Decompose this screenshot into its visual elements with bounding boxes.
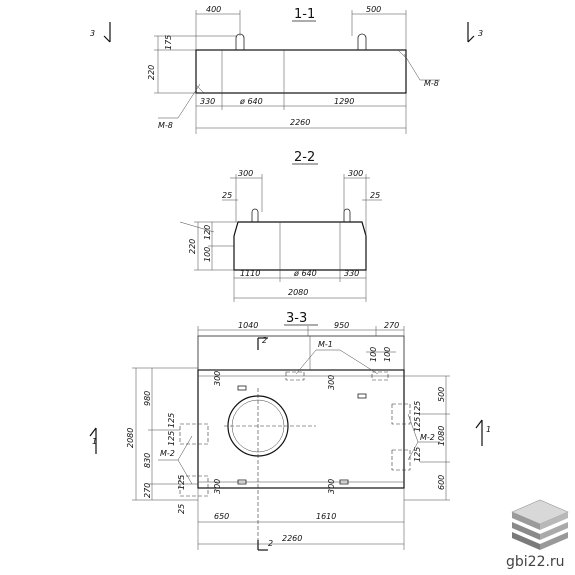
svg-text:125: 125 (167, 431, 176, 446)
svg-text:220: 220 (188, 239, 197, 254)
mark-m8-left: М-8 (158, 121, 173, 130)
svg-text:ø 640: ø 640 (293, 269, 317, 278)
embedded-m2-right-a (391, 403, 411, 425)
cut-mark-3-left: 3 (90, 29, 95, 38)
svg-text:1040: 1040 (238, 321, 258, 330)
svg-text:980: 980 (143, 391, 152, 406)
mark-m2-left: М-2 (160, 449, 175, 458)
mark-m1: М-1 (318, 340, 333, 349)
cut-mark-1-left: 1 (92, 437, 97, 446)
cut-mark-1-right: 1 (486, 425, 491, 434)
lifting-loop-2-right (343, 208, 351, 222)
svg-text:100: 100 (383, 347, 392, 362)
svg-text:270: 270 (384, 321, 399, 330)
svg-text:400: 400 (206, 5, 221, 14)
svg-text:100: 100 (369, 347, 378, 362)
svg-text:300: 300 (213, 479, 222, 494)
svg-text:300: 300 (213, 371, 222, 386)
svg-text:300: 300 (327, 479, 336, 494)
section-3-3: 3-3 1040 950 270 100 100 (89, 311, 491, 551)
section-2-2: 2-2 300 300 25 25 220 120 100 (179, 150, 382, 302)
section-2-title: 2-2 (294, 150, 315, 165)
stacked-slabs-icon (511, 499, 569, 550)
section-3-title: 3-3 (286, 311, 307, 326)
svg-text:600: 600 (437, 475, 446, 490)
embedded-m2-left-b (179, 475, 209, 497)
svg-text:300: 300 (327, 375, 336, 390)
logo-text: gbi22.ru (506, 554, 565, 570)
svg-text:2260: 2260 (282, 534, 302, 543)
svg-text:650: 650 (214, 512, 229, 521)
svg-text:270: 270 (143, 483, 152, 498)
cut-mark-3-right: 3 (478, 29, 483, 38)
lifting-loop-left (235, 33, 245, 50)
svg-text:125: 125 (413, 447, 422, 462)
plan-outline (197, 369, 405, 489)
mark-m8-right: М-8 (424, 79, 439, 88)
embedded-m1-b (371, 371, 389, 381)
svg-text:1110: 1110 (240, 269, 260, 278)
svg-text:ø 640: ø 640 (239, 97, 263, 106)
section-1-title: 1-1 (294, 7, 315, 22)
svg-text:300: 300 (238, 169, 253, 178)
lifting-loop-2-left (251, 208, 259, 222)
svg-text:1290: 1290 (334, 97, 354, 106)
cut-mark-2-top: 2 (262, 336, 267, 345)
svg-text:1080: 1080 (437, 426, 446, 446)
svg-text:125: 125 (177, 475, 186, 490)
svg-text:25: 25 (370, 191, 380, 200)
section-1-body (195, 49, 407, 94)
svg-text:1610: 1610 (316, 512, 336, 521)
mark-m2-right: М-2 (420, 433, 435, 442)
svg-text:500: 500 (437, 387, 446, 402)
embedded-m1-a (285, 371, 305, 381)
svg-text:175: 175 (164, 35, 173, 50)
embedded-m2-left-a (179, 423, 209, 445)
svg-text:330: 330 (200, 97, 215, 106)
lifting-loop-right (357, 33, 367, 50)
svg-text:120: 120 (203, 225, 212, 240)
svg-text:500: 500 (366, 5, 381, 14)
svg-text:950: 950 (334, 321, 349, 330)
cut-mark-2-bottom: 2 (268, 539, 273, 548)
plan-top-band (197, 335, 405, 371)
section-1-1: 1-1 3 3 400 500 175 220 (90, 5, 483, 134)
svg-text:300: 300 (348, 169, 363, 178)
svg-text:125: 125 (413, 401, 422, 416)
svg-text:100: 100 (203, 247, 212, 262)
svg-text:830: 830 (143, 453, 152, 468)
svg-text:25: 25 (222, 191, 232, 200)
svg-text:330: 330 (344, 269, 359, 278)
svg-text:2080: 2080 (126, 428, 135, 448)
embedded-m2-right-b (391, 449, 411, 471)
svg-text:125: 125 (413, 417, 422, 432)
section-2-body (233, 221, 367, 271)
logo: gbi22.ru (506, 499, 569, 570)
svg-text:2080: 2080 (288, 288, 308, 297)
svg-text:25: 25 (177, 504, 186, 514)
svg-text:2260: 2260 (290, 118, 310, 127)
svg-text:220: 220 (147, 65, 156, 80)
svg-text:125: 125 (167, 413, 176, 428)
